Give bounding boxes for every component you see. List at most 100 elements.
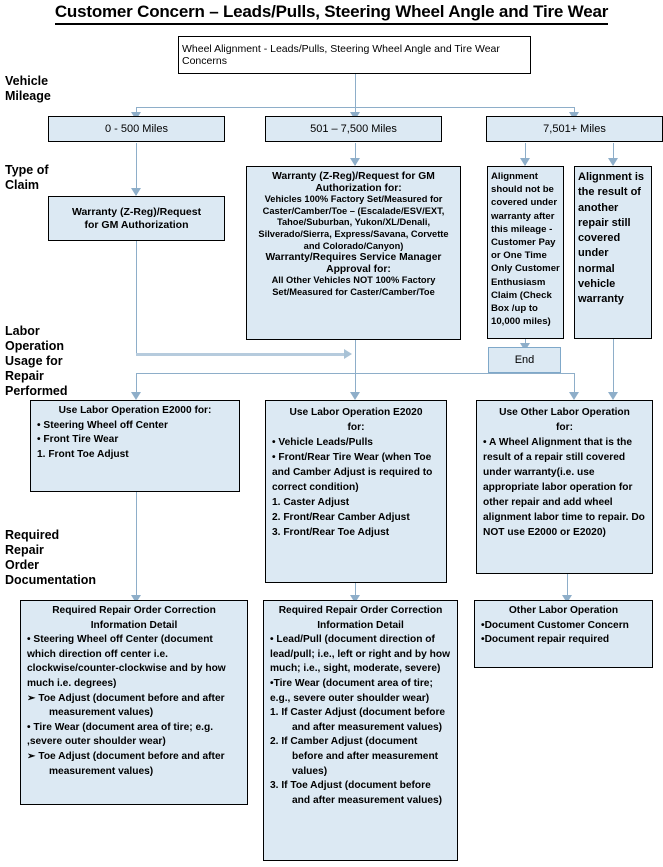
claim-box-high-left: Alignment should not be covered under wa… xyxy=(487,166,564,339)
doc-box-left-item-2: ➢ Toe Adjust (document before and after … xyxy=(27,692,225,719)
arrow-to-claim-low xyxy=(131,188,141,196)
row-label-doc-line2: Repair xyxy=(5,543,44,557)
claim-box-high-left-text: Alignment should not be covered under wa… xyxy=(491,171,560,328)
labor-box-e2000-item-2: • Front Tire Wear xyxy=(37,434,119,445)
row-label-labor-line5: Performed xyxy=(5,384,68,398)
claim-box-mid-bullet2-title: Warranty/Requires Service Manager Approv… xyxy=(265,252,442,275)
doc-box-left-header-line2: Information Detail xyxy=(90,619,178,631)
row-label-required-documentation: Required Repair Order Documentation xyxy=(5,528,115,588)
claim-box-low-line2: for GM Authorization xyxy=(84,218,189,231)
doc-box-left-item-4: ➢ Toe Adjust (document before and after … xyxy=(27,750,225,777)
connector-mileage-right-stub xyxy=(574,107,575,115)
row-label-type-of-claim: Type of Claim xyxy=(5,163,115,193)
labor-box-e2020-item-5: 3. Front/Rear Toe Adjust xyxy=(272,527,390,538)
connector-start-down xyxy=(355,73,356,107)
doc-box-mid-item-2: •Tire Wear (document area of tire; e.g.,… xyxy=(270,677,433,704)
row-label-labor-line2: Operation xyxy=(5,339,65,353)
claim-box-mid-bullet1-title: Warranty (Z-Reg)/Request for GM Authoriz… xyxy=(272,171,435,194)
doc-box-right-item-1: •Document Customer Concern xyxy=(481,619,629,631)
doc-box-mid-item-1: • Lead/Pull (document direction of lead/… xyxy=(270,634,450,675)
mileage-box-501-7500: 501 – 7,500 Miles xyxy=(265,116,442,142)
labor-box-e2020: Use Labor Operation E2020 for: • Vehicle… xyxy=(265,400,447,583)
connector-otherlabor-down xyxy=(567,574,568,598)
connector-labor-right-stub xyxy=(574,373,575,395)
connector-low-to-claim xyxy=(136,143,137,195)
mileage-box-0-500: 0 - 500 Miles xyxy=(48,116,225,142)
doc-box-right: Other Labor Operation •Document Customer… xyxy=(474,600,653,668)
connector-e2020-down xyxy=(355,583,356,598)
mileage-box-501-7500-label: 501 – 7,500 Miles xyxy=(310,122,397,135)
labor-box-e2000-item-1: • Steering Wheel off Center xyxy=(37,419,168,431)
labor-box-other-body: • A Wheel Alignment that is the result o… xyxy=(483,437,645,538)
labor-box-e2020-header-line1: Use Labor Operation E2020 xyxy=(289,407,423,418)
doc-box-left-header-line1: Required Repair Order Correction xyxy=(52,605,216,616)
connector-mileage-left-stub xyxy=(136,107,137,115)
claim-box-mid-bullet2-body: All Other Vehicles NOT 100% Factory Set/… xyxy=(271,275,436,297)
row-label-type-of-claim-line1: Type of xyxy=(5,163,49,177)
connector-lowclaim-across xyxy=(136,353,345,356)
arrow-to-e2000 xyxy=(131,392,141,400)
labor-box-e2020-item-3: 1. Caster Adjust xyxy=(272,497,350,508)
doc-box-right-header: Other Labor Operation xyxy=(508,605,619,616)
connector-mileage-mid-stub xyxy=(355,107,356,115)
connector-highright-down xyxy=(613,339,614,395)
labor-box-e2020-item-4: 2. Front/Rear Camber Adjust xyxy=(272,512,410,523)
connector-midclaim-down xyxy=(355,340,356,395)
connector-high-to-claim-right xyxy=(613,143,614,165)
doc-box-left: Required Repair Order Correction Informa… xyxy=(20,600,248,805)
row-label-vehicle-mileage-line1: Vehicle xyxy=(5,74,49,88)
labor-box-e2020-item-2: • Front/Rear Tire Wear (when Toe and Cam… xyxy=(272,452,433,493)
mileage-box-7501-plus-label: 7,501+ Miles xyxy=(543,122,606,135)
row-label-labor-line3: Usage for xyxy=(5,354,63,368)
arrow-to-doc-right xyxy=(562,595,572,603)
arrow-to-claim-mid xyxy=(350,158,360,166)
doc-box-mid-item-5: 3. If Toe Adjust (document before and af… xyxy=(270,780,443,806)
arrow-lowclaim-to-e2020 xyxy=(344,349,352,359)
page-title-text: Customer Concern – Leads/Pulls, Steering… xyxy=(54,2,608,25)
arrow-bus-to-other-labor xyxy=(569,392,579,400)
doc-box-right-item-2: •Document repair required xyxy=(481,634,610,646)
row-label-labor-operation: Labor Operation Usage for Repair Perform… xyxy=(5,324,115,399)
labor-box-e2020-item-1: • Vehicle Leads/Pulls xyxy=(272,437,373,448)
claim-box-high-right: Alignment is the result of another repai… xyxy=(574,166,652,339)
labor-box-e2020-header-line2: for: xyxy=(347,422,365,433)
connector-lowclaim-down xyxy=(136,241,137,355)
end-box: End xyxy=(488,347,561,373)
row-label-doc-line1: Required xyxy=(5,528,60,542)
doc-box-left-item-1: • Steering Wheel off Center (document wh… xyxy=(27,634,226,689)
connector-labor-left-stub xyxy=(136,373,137,395)
claim-box-mid-bullet1-body: Vehicles 100% Factory Set/Measured for C… xyxy=(258,194,449,251)
connector-mid-to-claim xyxy=(355,143,356,165)
arrow-to-claim-high-right xyxy=(608,158,618,166)
start-box: Wheel Alignment - Leads/Pulls, Steering … xyxy=(178,36,531,74)
labor-box-e2000-item-3: 1. Front Toe Adjust xyxy=(37,448,129,460)
labor-box-e2000-header: Use Labor Operation E2000 for: xyxy=(58,405,212,416)
doc-box-mid: Required Repair Order Correction Informa… xyxy=(263,600,458,861)
doc-box-mid-item-4: 2. If Camber Adjust (document before and… xyxy=(270,736,439,777)
labor-box-other: Use Other Labor Operation for: • A Wheel… xyxy=(476,400,653,574)
row-label-doc-line3: Order xyxy=(5,558,40,572)
row-label-vehicle-mileage: Vehicle Mileage xyxy=(5,74,115,104)
connector-high-to-claim-left xyxy=(525,143,526,165)
row-label-doc-line4: Documentation xyxy=(5,573,96,587)
arrow-to-e2020 xyxy=(350,392,360,400)
claim-box-low-line1: Warranty (Z-Reg)/Request xyxy=(71,206,202,219)
row-label-vehicle-mileage-line2: Mileage xyxy=(5,89,51,103)
arrow-to-doc-left xyxy=(131,595,141,603)
connector-e2000-down xyxy=(136,492,137,598)
row-label-labor-line1: Labor xyxy=(5,324,40,338)
labor-box-other-header-line2: for: xyxy=(556,422,573,433)
claim-box-mid: Warranty (Z-Reg)/Request for GM Authoriz… xyxy=(246,166,461,340)
start-box-text: Wheel Alignment - Leads/Pulls, Steering … xyxy=(182,42,500,67)
claim-box-high-right-text: Alignment is the result of another repai… xyxy=(578,171,645,306)
doc-box-left-item-3: • Tire Wear (document area of tire; e.g.… xyxy=(27,721,214,748)
end-box-label: End xyxy=(514,353,535,366)
row-label-labor-line4: Repair xyxy=(5,369,44,383)
arrow-to-doc-mid xyxy=(350,595,360,603)
doc-box-mid-header-line2: Information Detail xyxy=(317,619,404,631)
page-title: Customer Concern – Leads/Pulls, Steering… xyxy=(0,2,663,25)
claim-box-low: Warranty (Z-Reg)/Request for GM Authoriz… xyxy=(48,196,225,241)
labor-box-e2000: Use Labor Operation E2000 for: • Steerin… xyxy=(30,400,240,492)
doc-box-mid-item-3: 1. If Caster Adjust (document before and… xyxy=(270,707,446,733)
